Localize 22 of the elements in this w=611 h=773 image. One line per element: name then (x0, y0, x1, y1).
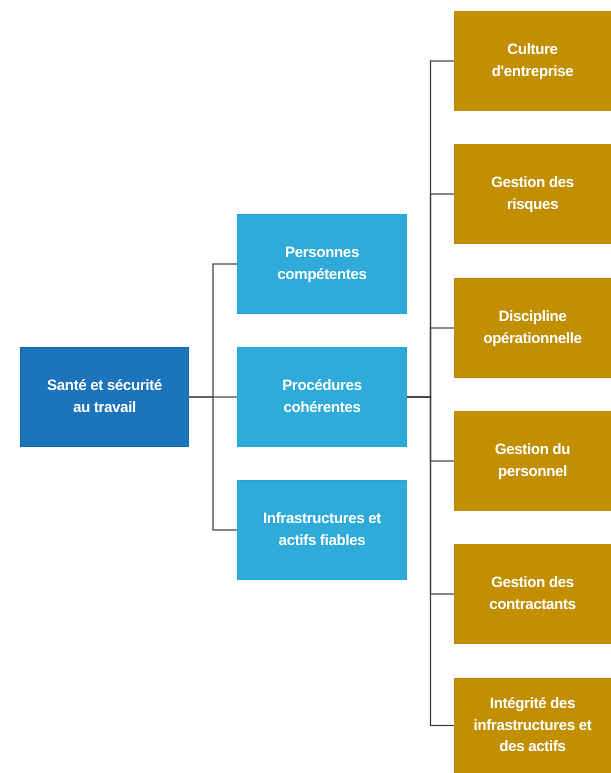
connector-line (189, 396, 237, 531)
box-label: Gestion du personnel (494, 440, 572, 482)
element-box (454, 11, 611, 111)
element-box (454, 144, 611, 244)
box-label: Personnes compétentes (276, 243, 368, 285)
category-box (237, 347, 407, 447)
box-label: Infrastructures et actifs fiables (262, 509, 382, 551)
box-label: Intégrité des infrastructures et des actifs (474, 694, 592, 758)
box-label: Gestion des risques (490, 173, 575, 215)
element-box (454, 278, 611, 378)
box-label: Discipline opérationnelle (482, 307, 583, 349)
element-box (454, 678, 611, 773)
box-label: Gestion des contractants (488, 573, 577, 615)
element-box (454, 544, 611, 644)
category-box (237, 480, 407, 580)
box-label: Procédures cohérentes (281, 376, 363, 418)
box-label: Santé et sécurité au travail (46, 376, 163, 418)
element-box (454, 411, 611, 511)
root-box (20, 347, 189, 447)
category-box (237, 214, 407, 314)
connector-line (407, 396, 454, 726)
box-label: Culture d'entreprise (490, 40, 574, 82)
